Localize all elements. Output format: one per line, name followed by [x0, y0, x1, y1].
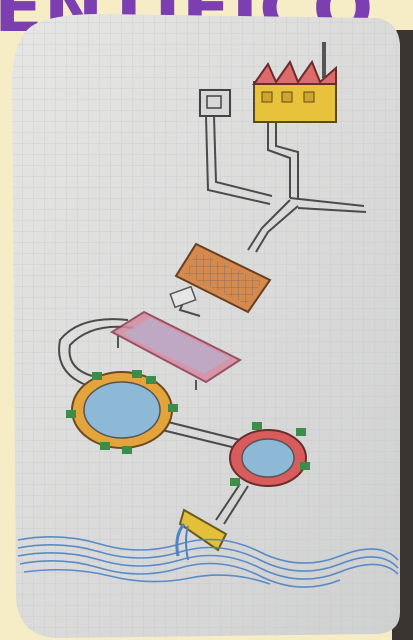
meter-box-icon	[200, 90, 230, 116]
